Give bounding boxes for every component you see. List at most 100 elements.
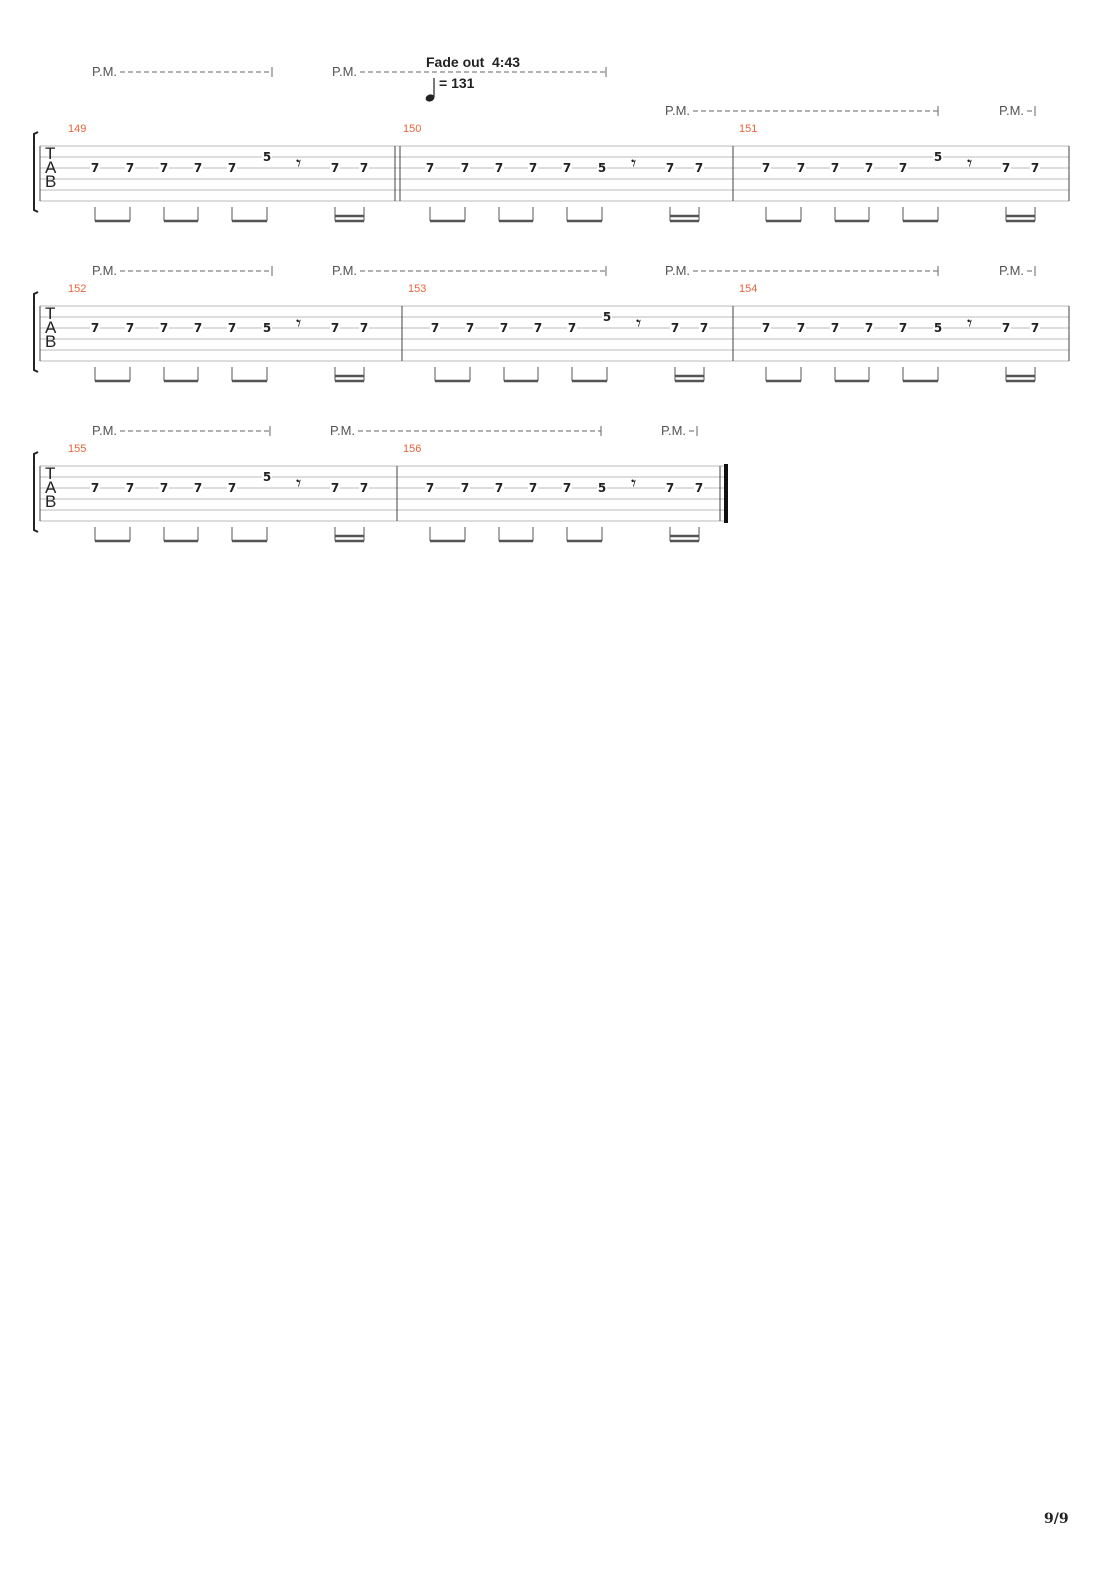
eighth-rest-icon: 𝄾 [296,151,301,175]
fret-number: 5 [934,321,942,335]
fret-backing [125,482,135,494]
fret-backing [796,322,806,334]
fret-number: 7 [529,481,537,495]
tab-clef-letter: A [45,158,57,177]
tab-clef-letter: T [45,304,55,323]
eighth-rest-icon: 𝄾 [631,151,636,175]
fret-number: 7 [495,161,503,175]
fret-number: 7 [762,161,770,175]
tab-clef-letter: B [45,172,56,191]
fade-out-label: Fade out [426,54,485,70]
fret-number: 7 [194,481,202,495]
fret-number: 7 [500,321,508,335]
fret-backing [159,162,169,174]
fret-number: 7 [700,321,708,335]
fret-number: 7 [360,321,368,335]
tab-clef-letter: T [45,464,55,483]
fret-backing [830,162,840,174]
fret-number: 7 [160,321,168,335]
fret-backing [227,482,237,494]
fret-backing [159,482,169,494]
fret-number: 5 [263,150,271,164]
fret-backing [465,322,475,334]
tempo-value: = 131 [439,75,475,91]
fret-number: 5 [598,481,606,495]
fret-number: 7 [1002,161,1010,175]
fret-backing [699,322,709,334]
fret-backing [898,322,908,334]
measure-number: 150 [403,123,421,135]
fret-number: 5 [603,310,611,324]
fret-backing [499,322,509,334]
fret-number: 7 [671,321,679,335]
fret-backing [262,151,272,163]
fret-number: 5 [263,470,271,484]
fret-backing [1030,322,1040,334]
fret-number: 7 [194,161,202,175]
fret-number: 7 [797,161,805,175]
fret-number: 7 [797,321,805,335]
fret-backing [1001,162,1011,174]
fret-number: 7 [194,321,202,335]
fret-backing [562,162,572,174]
palm-mute-label: P.M. [661,423,686,438]
eighth-rest-icon: 𝄾 [967,151,972,175]
palm-mute-label: P.M. [665,263,690,278]
palm-mute-marking: P.M. [332,263,607,278]
palm-mute-marking: P.M. [92,423,271,438]
fret-number: 7 [563,481,571,495]
fret-backing [359,482,369,494]
fret-number: 7 [461,161,469,175]
fret-backing [597,162,607,174]
fret-backing [533,322,543,334]
fret-backing [864,322,874,334]
palm-mute-marking: P.M. [332,64,607,79]
tab-clef-letter: T [45,144,55,163]
fret-number: 7 [1031,161,1039,175]
fret-backing [562,482,572,494]
fret-backing [125,322,135,334]
fret-backing [898,162,908,174]
fret-backing [90,322,100,334]
fret-number: 7 [91,321,99,335]
fret-backing [227,162,237,174]
system-brace [33,291,39,373]
fret-backing [494,162,504,174]
measure-number: 155 [68,443,86,455]
fret-number: 7 [126,161,134,175]
fret-backing [460,162,470,174]
fret-backing [602,311,612,323]
palm-mute-label: P.M. [665,103,690,118]
measure-number: 153 [408,283,426,295]
fret-number: 7 [91,481,99,495]
tab-clef-letter: A [45,318,57,337]
fret-backing [430,322,440,334]
eighth-rest-icon: 𝄾 [631,471,636,495]
fret-number: 7 [695,481,703,495]
fret-backing [125,162,135,174]
fret-number: 5 [598,161,606,175]
fret-number: 7 [865,161,873,175]
palm-mute-marking: P.M. [330,423,602,438]
palm-mute-marking: P.M. [92,263,273,278]
fret-number: 5 [934,150,942,164]
fret-number: 7 [534,321,542,335]
quarter-note-icon [425,94,435,102]
palm-mute-marking: P.M. [999,103,1036,118]
tempo-marking: = 131 [425,75,475,102]
palm-mute-label: P.M. [92,64,117,79]
palm-mute-label: P.M. [92,263,117,278]
fret-number: 7 [160,481,168,495]
palm-mute-label: P.M. [332,64,357,79]
palm-mute-marking: P.M. [665,263,939,278]
fret-number: 7 [831,161,839,175]
fret-number: 7 [1002,321,1010,335]
fret-backing [359,322,369,334]
fret-backing [830,322,840,334]
